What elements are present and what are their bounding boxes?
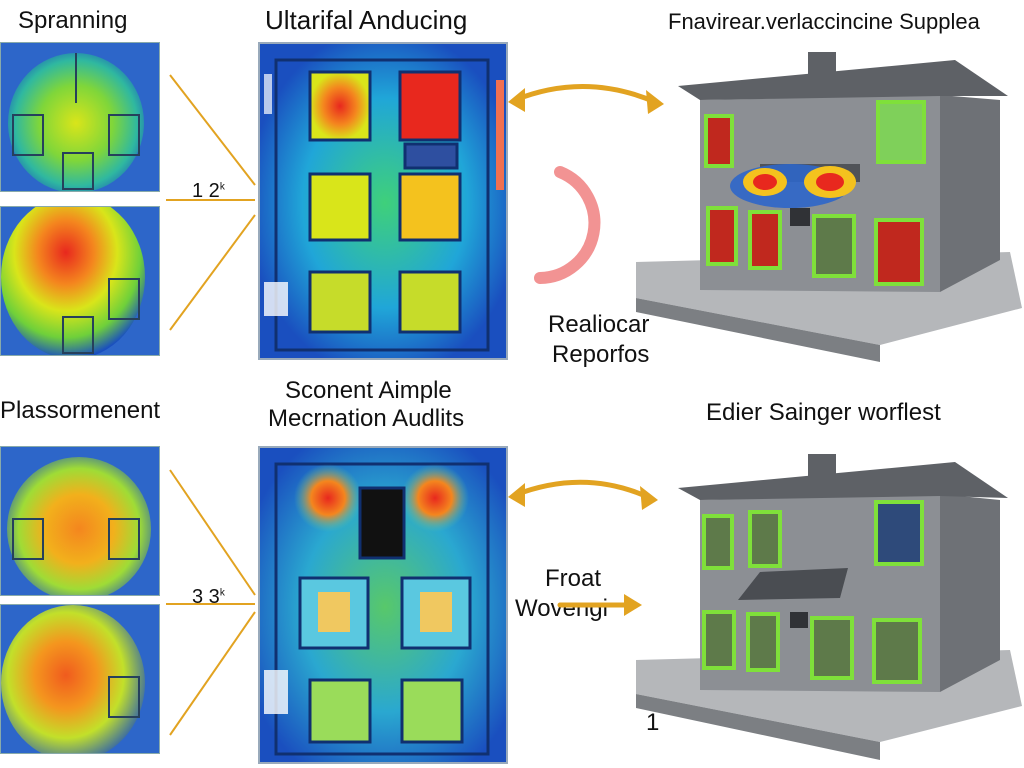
note-top-1: Realiocar	[548, 311, 650, 338]
number-bottom: 3 3k	[192, 586, 225, 608]
heatmap-thumb-2-graphic	[1, 207, 159, 355]
thermal-panel-top-graphic	[260, 44, 506, 358]
heatmap-thumb-4-graphic	[1, 605, 159, 753]
title-top-right: Fnavirear.verlaccincine Supplea	[668, 9, 980, 34]
heatmap-thumb-2	[0, 206, 160, 356]
note-top-2: Reporfos	[552, 341, 650, 368]
heatmap-thumb-4	[0, 604, 160, 754]
building-top	[636, 52, 1022, 362]
title-top-center: Ultarifal Anducing	[265, 5, 468, 35]
number-bottom-sup: k	[219, 587, 225, 599]
note-bottom-1: Froat	[545, 565, 602, 592]
number-top-text: 1 2	[192, 180, 220, 202]
heatmap-thumb-3-graphic	[1, 447, 159, 595]
title-bottom-center-1: Sconent Aimple	[285, 377, 452, 404]
title-bottom-left: Plassormenent	[0, 397, 161, 424]
heatmap-thumb-1	[0, 42, 160, 192]
title-bottom-right: Edier Sainger worflest	[706, 399, 941, 426]
building-bottom	[636, 454, 1022, 760]
number-bottom-text: 3 3	[192, 586, 220, 608]
note-bottom-2: Wovengi	[515, 595, 608, 622]
number-corner: 1	[646, 709, 660, 736]
number-top-sup: k	[219, 181, 225, 193]
number-top: 1 2k	[192, 180, 225, 202]
title-bottom-center-2: Mecrnation Audlits	[268, 405, 465, 432]
title-top-left: Spranning	[18, 7, 128, 34]
thermal-panel-bottom	[258, 446, 508, 764]
thermal-panel-bottom-graphic	[260, 448, 506, 762]
heatmap-thumb-1-graphic	[1, 43, 159, 191]
thermal-panel-top	[258, 42, 508, 360]
heatmap-thumb-3	[0, 446, 160, 596]
